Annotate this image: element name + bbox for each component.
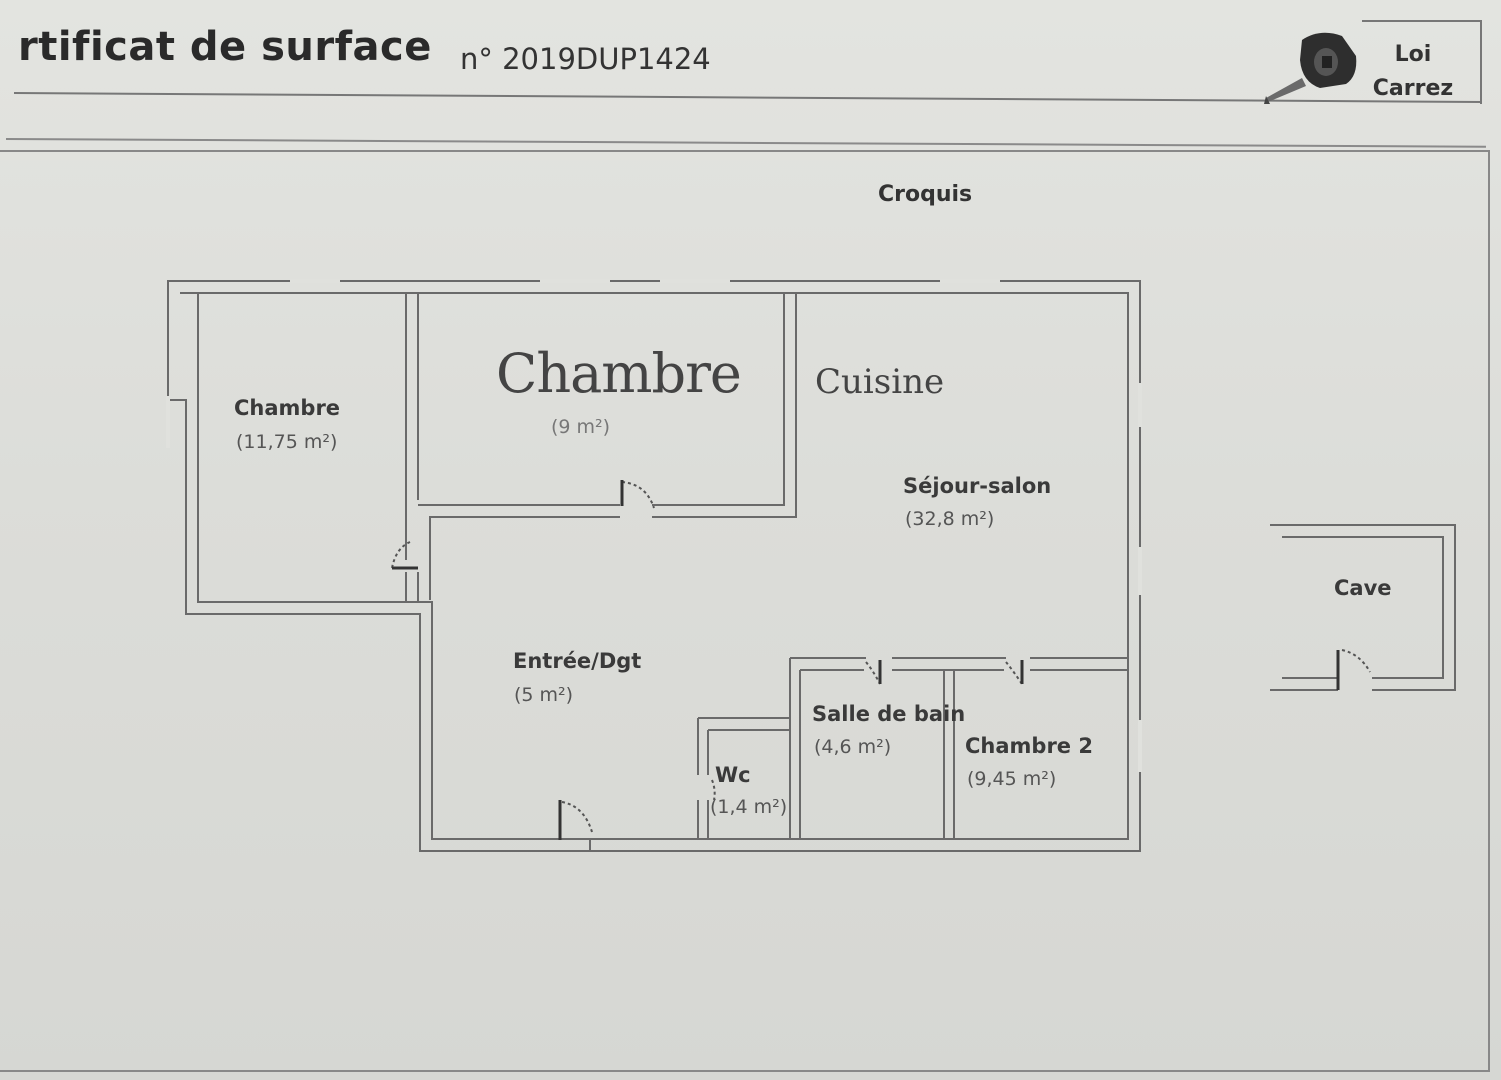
door-swing-cave xyxy=(1341,649,1371,673)
logo-box xyxy=(1362,20,1482,104)
wall-wc xyxy=(697,717,790,839)
section-title: Croquis xyxy=(878,182,973,207)
wall-chambre-right-low xyxy=(405,572,419,602)
wall-center-chambre xyxy=(418,293,797,600)
room-label-sejour: Séjour-salon xyxy=(903,474,1052,498)
door-swing-sdb xyxy=(865,661,881,685)
door-swing-entry xyxy=(561,801,593,833)
document-title: rtificat de surface xyxy=(18,24,432,70)
room-area-sejour: (32,8 m²) xyxy=(905,508,995,530)
wall-chambre-right xyxy=(405,293,419,560)
loi-carrez-label: Loi Carrez xyxy=(1372,38,1454,106)
sketch-frame xyxy=(0,150,1490,1072)
room-label-chambre-center: Chambre xyxy=(496,342,742,405)
room-label-wc: Wc xyxy=(715,763,751,787)
outer-wall xyxy=(167,280,1141,852)
room-area-entree: (5 m²) xyxy=(514,684,574,706)
inner-wall xyxy=(180,292,1129,840)
room-area-wc: (1,4 m²) xyxy=(710,796,788,818)
room-label-cuisine: Cuisine xyxy=(815,362,945,402)
entry-door xyxy=(559,803,591,851)
logo-line-2: Carrez xyxy=(1372,76,1454,101)
cave-outer xyxy=(1270,524,1456,691)
certificate-number: n° 2019DUP1424 xyxy=(460,42,711,76)
room-area-chambre-center: (9 m²) xyxy=(551,416,611,438)
logo-line-1: Loi xyxy=(1394,42,1432,67)
door-swing-ch2 xyxy=(1005,661,1023,685)
room-label-entree: Entrée/Dgt xyxy=(513,649,642,673)
door-swing-wc xyxy=(711,779,716,801)
tape-measure-icon xyxy=(1264,32,1357,104)
door-swing-chambre xyxy=(391,541,411,569)
room-area-chambre2: (9,45 m²) xyxy=(967,768,1057,790)
room-label-chambre: Chambre xyxy=(234,396,341,420)
room-area-sdb: (4,6 m²) xyxy=(814,736,892,758)
room-label-cave: Cave xyxy=(1334,576,1392,600)
cave-inner xyxy=(1282,536,1444,679)
wall-sdb-ch2 xyxy=(943,670,955,839)
wall-sdb-left xyxy=(789,658,801,839)
room-area-chambre: (11,75 m²) xyxy=(236,431,338,453)
door-swing-center xyxy=(621,481,655,509)
room-label-sdb: Salle de bain xyxy=(812,702,966,726)
room-label-chambre2: Chambre 2 xyxy=(965,734,1093,758)
